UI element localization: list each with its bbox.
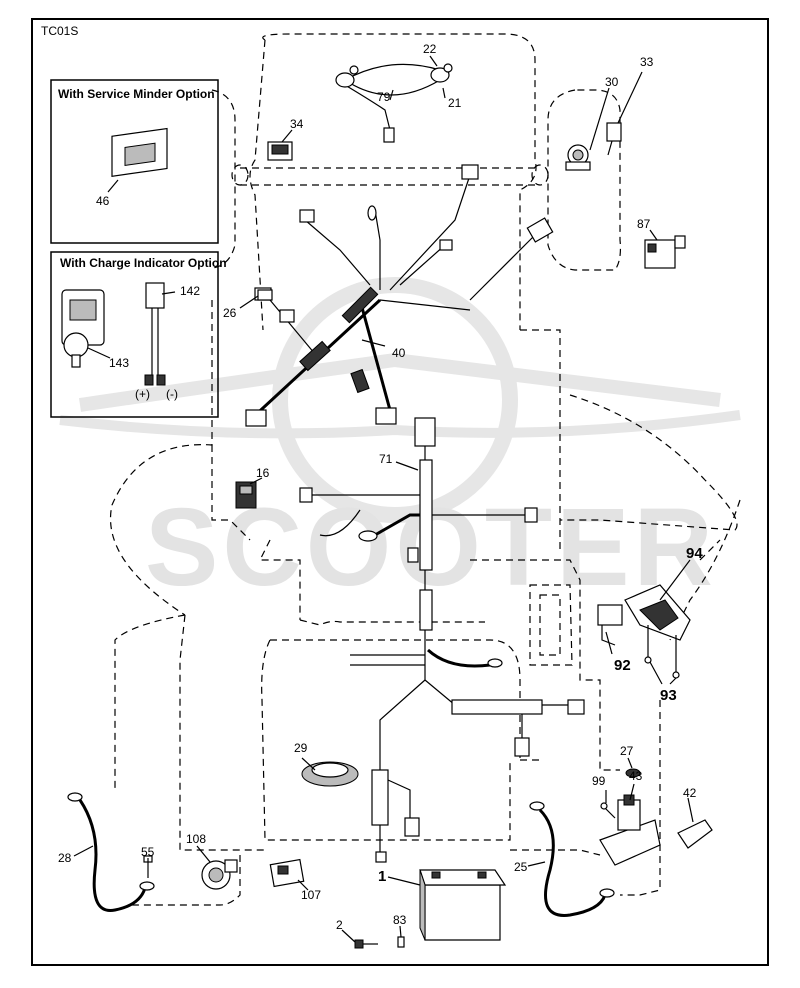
callout-labels: 22 79 21 34 30 33 87 46 142 143 (+) (-) … (58, 42, 703, 932)
harness-22-79-21 (335, 63, 453, 143)
part-34-switch (267, 141, 293, 161)
part-108-solenoid (201, 859, 238, 890)
callout-71: 71 (379, 452, 393, 466)
callout-83: 83 (393, 913, 407, 927)
callout-99: 99 (592, 774, 606, 788)
diagram-code: TC01S (41, 24, 78, 38)
callout-28: 28 (58, 851, 72, 865)
callout-43: 43 (629, 769, 643, 783)
callout-42: 42 (683, 786, 697, 800)
callout-25: 25 (514, 860, 528, 874)
part-143-charge-indicator (61, 289, 105, 368)
callout-107: 107 (301, 888, 321, 902)
part-99-screw (600, 802, 616, 819)
harness-40-main (245, 164, 554, 427)
callout-55: 55 (141, 845, 155, 859)
part-27-nut (625, 768, 641, 778)
callout-94: 94 (686, 545, 703, 562)
polarity-minus: (-) (166, 387, 178, 401)
callout-93: 93 (660, 687, 677, 704)
callout-27: 27 (620, 744, 634, 758)
callout-40: 40 (392, 346, 406, 360)
part-46-service-minder (111, 127, 168, 177)
scooter-watermark: SCOOTER (59, 277, 741, 609)
charge-indicator-box (50, 251, 219, 418)
callout-34: 34 (290, 117, 304, 131)
part-29-grommet (301, 761, 359, 787)
part-87-relay (644, 235, 686, 269)
part-107-relay (269, 858, 305, 888)
part-142-adapter-harness (144, 282, 166, 386)
part-26-connector (257, 289, 273, 301)
callout-29: 29 (294, 741, 308, 755)
part-25-battery-cable (529, 801, 615, 917)
part-92-switch (597, 604, 623, 646)
callout-79: 79 (377, 90, 391, 104)
part-83-nut (397, 936, 405, 948)
callout-92: 92 (614, 657, 631, 674)
service-minder-box (50, 79, 219, 244)
callout-87: 87 (637, 217, 651, 231)
callout-108: 108 (186, 832, 206, 846)
part-16-module (235, 481, 257, 509)
part-43-solenoid (599, 794, 661, 866)
callout-142: 142 (180, 284, 200, 298)
callout-22: 22 (423, 42, 437, 56)
callout-16: 16 (256, 466, 270, 480)
part-42-boot (677, 819, 713, 849)
part-94-bracket (624, 584, 691, 641)
part-1-battery (419, 869, 507, 941)
callout-21: 21 (448, 96, 462, 110)
part-93-screws (644, 625, 680, 679)
dashed-outlines (110, 33, 741, 906)
callout-30: 30 (605, 75, 619, 89)
callout-33: 33 (640, 55, 654, 69)
polarity-plus: (+) (135, 387, 150, 401)
part-30-ignition-switch (565, 144, 591, 171)
service-minder-title: With Service Minder Option (58, 87, 215, 101)
part-33-key (606, 122, 622, 156)
part-2-bolt (354, 939, 378, 949)
part-28-battery-cable (67, 792, 155, 912)
charge-indicator-title: With Charge Indicator Option (60, 256, 227, 270)
callout-143: 143 (109, 356, 129, 370)
callout-46: 46 (96, 194, 110, 208)
callout-2: 2 (336, 918, 343, 932)
diagram-frame (31, 18, 769, 966)
harness-71-rear (299, 417, 585, 863)
leader-lines (73, 55, 694, 943)
callout-1: 1 (378, 868, 386, 885)
callout-26: 26 (223, 306, 237, 320)
